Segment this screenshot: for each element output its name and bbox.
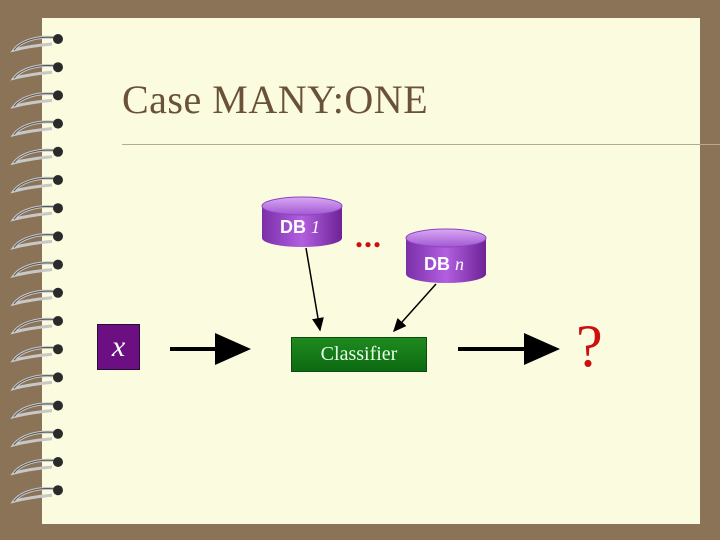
binding-ring-icon [10,34,63,53]
binding-ring-icon [10,231,63,250]
binding-ring-icon [10,457,63,476]
database-first-prefix: DB [280,217,306,237]
database-first-label: DB 1 [280,217,320,238]
binding-ring-icon [10,90,63,109]
database-last-label: DB n [424,254,464,275]
binding-ring-icon [10,62,63,81]
binding-ring-icon [10,203,63,222]
binding-ring-icon [10,287,63,307]
binding-ring-icon [10,428,63,448]
binding-ring-icon [10,259,63,279]
binding-ring-icon [10,344,63,363]
database-last-index: n [455,254,465,274]
arrow-dbn-to-classifier [393,283,437,333]
database-first-icon [261,196,343,247]
output-question-mark: ? [576,313,603,379]
title-divider [122,144,720,145]
binding-ring-icon [10,400,63,420]
database-last-icon [405,228,487,283]
page-title: Case MANY:ONE [122,77,429,122]
binding-ring-icon [10,485,63,504]
database-ellipsis: ... [355,218,382,254]
binding-ring-icon [10,146,63,166]
binding-ring-icon [10,175,63,194]
input-box: x [97,324,140,370]
database-first-index: 1 [311,217,321,237]
arrow-db1-to-classifier [305,247,324,332]
binding-ring-icon [10,316,63,335]
classifier-box: Classifier [291,337,427,372]
database-last-prefix: DB [424,254,450,274]
binding-ring-icon [10,118,63,138]
slide-canvas: Case MANY:ONE [42,18,720,524]
binding-ring-icon [10,372,63,391]
